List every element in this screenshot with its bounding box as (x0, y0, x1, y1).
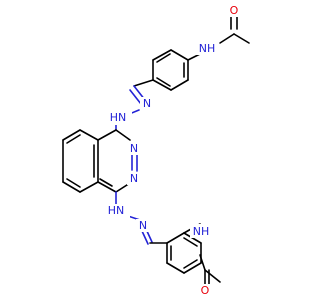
label-bg (136, 219, 150, 232)
phthalazine-core (62, 120, 138, 193)
bond (99, 178, 113, 187)
label-bg (140, 97, 154, 110)
bond (152, 49, 172, 61)
nitrogen-label-lower-hydrazone: N (139, 219, 147, 232)
bond (233, 33, 250, 44)
label-bg (106, 204, 130, 218)
chemical-structure: O NH N HN N N HN N NH O (0, 0, 300, 300)
bottom-acetamide (199, 254, 221, 285)
bond (170, 49, 189, 61)
bond (219, 33, 235, 44)
bond (166, 232, 185, 244)
bond (166, 262, 185, 274)
label-bg (198, 284, 212, 297)
nitrogen-label-upper-hydrazone: N (143, 97, 151, 110)
atom-labels: O NH N HN N N HN N NH O (106, 4, 241, 297)
top-acetamide (219, 14, 250, 44)
bond (66, 134, 81, 144)
bond (156, 53, 171, 63)
bond (199, 254, 206, 271)
bond (152, 79, 172, 91)
hn-label-upper-hydrazone: HN (110, 111, 127, 124)
label-bg (108, 111, 132, 125)
bond (156, 77, 171, 87)
ring-nitrogen-label-1: N (130, 142, 138, 155)
bond (62, 129, 81, 141)
label-bg (196, 41, 218, 55)
bond (79, 129, 99, 141)
nh-label-bottom: NH (193, 225, 210, 238)
bond (133, 79, 154, 87)
label-bg (127, 172, 141, 185)
bond (97, 181, 117, 193)
oxygen-label-top: O (230, 4, 239, 17)
bond (183, 237, 198, 247)
label-bg (190, 224, 212, 238)
bond (62, 181, 81, 193)
top-phenyl-ring (152, 49, 189, 91)
bond (97, 129, 117, 141)
nh-label-top: NH (199, 42, 216, 55)
hn-label-lower-hydrazone: HN (108, 204, 125, 217)
canvas-background (0, 0, 300, 300)
ring-nitrogen-label-2: N (130, 172, 138, 185)
bond (141, 230, 149, 245)
label-bg (127, 142, 141, 155)
bond (115, 129, 131, 141)
bottom-phenyl-ring (166, 232, 202, 274)
bond (183, 259, 198, 269)
bond (66, 178, 81, 188)
bond (170, 79, 189, 91)
bond (204, 269, 221, 283)
oxygen-label-bottom: O (201, 284, 210, 297)
bond (129, 89, 142, 105)
bond (183, 262, 202, 274)
label-bg (227, 4, 241, 17)
bond (79, 181, 99, 193)
